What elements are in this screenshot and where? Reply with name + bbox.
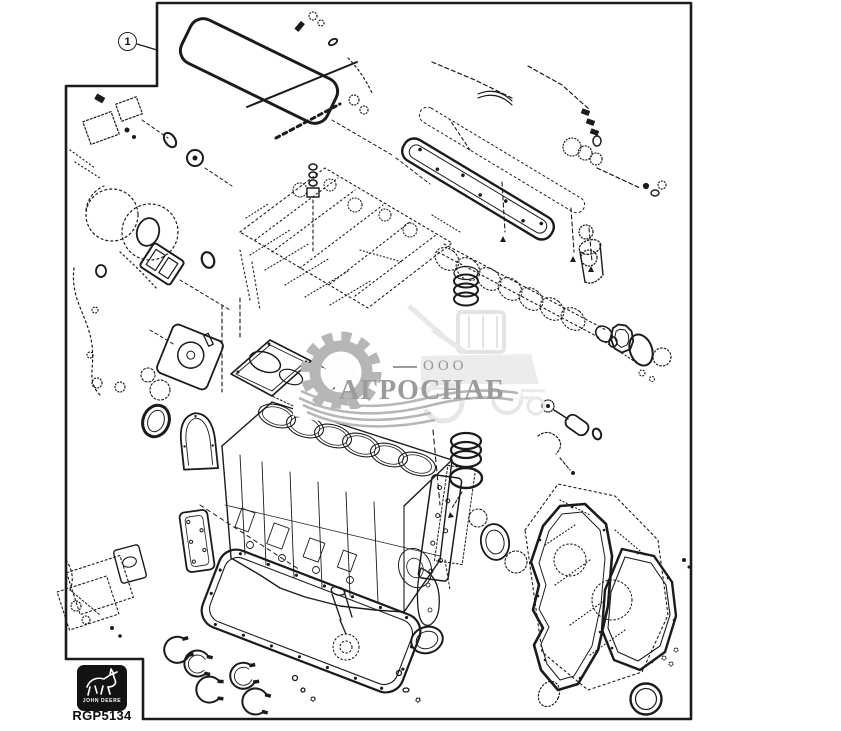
plunger-set — [537, 399, 603, 475]
callout-1: 1 — [118, 32, 137, 51]
john-deere-logo: JOHN DEERE — [77, 665, 127, 711]
valve-stem-seals — [306, 163, 320, 253]
cylinder-head — [239, 167, 461, 311]
timing-cover-gasket-rear — [600, 547, 678, 672]
cam-cover-gasket-pair — [609, 323, 672, 383]
oil-cooler-plates — [56, 544, 147, 638]
valve-cover-gasket — [178, 17, 340, 125]
diagram-border — [64, 1, 693, 721]
front-seal-ring — [91, 377, 171, 439]
pump-plate — [140, 323, 224, 401]
fastener-chains — [431, 61, 667, 272]
john-deere-wordmark: JOHN DEERE — [82, 698, 122, 704]
dipstick-rod — [246, 61, 358, 108]
timing-cover-gasket-front — [529, 502, 614, 692]
engine-block — [199, 401, 453, 613]
crankshaft-seal — [537, 558, 691, 716]
dipstick-tube — [72, 264, 107, 396]
camshaft — [434, 243, 641, 366]
rocker-rail-gasket — [400, 106, 586, 241]
thermostat-parts — [69, 93, 233, 187]
oil-pickup-tube — [330, 586, 360, 661]
liner-seal-rings — [453, 265, 479, 307]
turbocharger — [85, 185, 179, 291]
cover-fasteners — [294, 11, 373, 94]
callout-leader-line — [136, 43, 158, 51]
oil-pan-gasket — [200, 548, 422, 694]
deer-icon — [86, 668, 118, 696]
exhaust-flange-gasket — [139, 242, 185, 286]
main-bearing-shells — [163, 635, 272, 716]
arch-gasket — [179, 412, 219, 471]
head-gasket — [230, 339, 346, 413]
rear-seal-ring — [410, 559, 451, 655]
o-ring — [200, 251, 216, 269]
harness-beads — [274, 94, 431, 185]
tappet-cylinder — [578, 224, 604, 284]
callout-1-label: 1 — [124, 35, 131, 48]
head-bolt-leaders — [203, 297, 241, 393]
part-code-label: RGP5134 — [72, 708, 132, 723]
front-plate — [417, 465, 528, 582]
pan-bolts — [291, 669, 421, 703]
side-cover-gasket — [178, 509, 216, 573]
piston-ring-set — [432, 429, 484, 518]
